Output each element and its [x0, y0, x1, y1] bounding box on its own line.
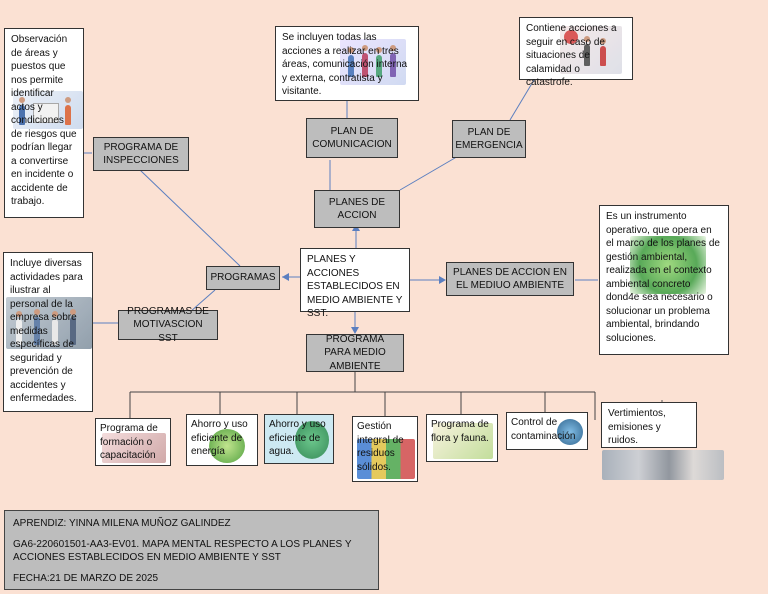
environment-illustration: [630, 236, 706, 294]
comunicacion-description-box: Se incluyen todas las acciones a realiza…: [275, 26, 419, 101]
inspecciones-description-text: Observación de áreas y puestos que nos p…: [11, 34, 77, 207]
vertimientos-text: Vertimientos, emisiones y ruidos.: [608, 408, 666, 446]
connector-emergencia-desc: [509, 79, 535, 121]
central-topic-box: PLANES Y ACCIONES ESTABLECIDOS EN MEDIO …: [300, 248, 410, 319]
author-info-box: APRENDIZ: YINNA MILENA MUÑOZ GALINDEZ GA…: [4, 510, 379, 590]
connector-programas-motivacion: [189, 289, 216, 313]
emergencia-description-box: Contiene acciones a seguir en caso de si…: [519, 17, 633, 88]
sub-program-capacitacion-label: Programa de formación o capacitación: [100, 423, 158, 461]
connector-planes-emergencia: [399, 154, 461, 191]
programa-medio-ambiente-label: PROGRAMA PARA MEDIO AMBIENTE: [324, 333, 386, 372]
connector-programas-inspecciones: [139, 169, 241, 267]
sub-program-contaminacion: Control de contaminación: [506, 412, 588, 450]
planes-de-accion-node: PLANES DE ACCION: [314, 190, 400, 228]
emergency-illustration: [560, 26, 622, 74]
plan-emergencia-label: PLAN DE EMERGENCIA: [455, 126, 523, 152]
sub-program-contaminacion-label: Control de contaminación: [511, 417, 576, 442]
programas-motivacion-label: PROGRAMAS DE MOTIVASCION SST: [127, 305, 209, 344]
planes-de-accion-label: PLANES DE ACCION: [328, 196, 386, 222]
assignment-title: GA6-220601501-AA3-EV01. MAPA MENTAL RESP…: [13, 539, 352, 563]
motivacion-description-box: Incluye diversas actividades para ilustr…: [3, 252, 93, 412]
training-illustration: [102, 433, 166, 463]
programa-medio-ambiente-node: PROGRAMA PARA MEDIO AMBIENTE: [306, 334, 404, 372]
emergencia-description-text: Contiene acciones a seguir en caso de si…: [526, 23, 617, 88]
planes-medio-ambiente-label: PLANES DE ACCION EN EL MEDIUO AMBIENTE: [453, 266, 567, 292]
people-illustration: [340, 39, 406, 85]
comunicacion-description-text: Se incluyen todas las acciones a realiza…: [282, 32, 408, 97]
flora-fauna-illustration: [433, 423, 493, 459]
recycling-bins-illustration: [357, 439, 415, 479]
programa-inspecciones-node: PROGRAMA DE INSPECCIONES: [93, 137, 189, 171]
planes-medio-ambiente-node: PLANES DE ACCION EN EL MEDIUO AMBIENTE: [446, 262, 574, 296]
programa-inspecciones-label: PROGRAMA DE INSPECCIONES: [103, 141, 179, 167]
programas-label: PROGRAMAS: [210, 272, 276, 284]
sub-program-capacitacion: Programa de formación o capacitación: [95, 418, 171, 466]
programas-node: PROGRAMAS: [206, 266, 280, 290]
medio-ambiente-description-text: Es un instrumento operativo, que opera e…: [606, 211, 720, 344]
plan-comunicacion-label: PLAN DE COMUNICACION: [312, 125, 392, 151]
sub-program-energia: Ahorro y uso eficiente de energía: [186, 414, 258, 466]
motivacion-description-text: Incluye diversas actividades para ilustr…: [10, 258, 83, 404]
medio-ambiente-description-box: Es un instrumento operativo, que opera e…: [599, 205, 729, 355]
sub-program-flora-fauna-label: Programa de flora y fauna.: [431, 419, 489, 444]
pollution-illustration: [557, 419, 583, 445]
programas-motivacion-node: PROGRAMAS DE MOTIVASCION SST: [118, 306, 218, 344]
sub-program-energia-label: Ahorro y uso eficiente de energía: [191, 419, 248, 457]
tree-bracket: [129, 372, 596, 420]
vertimientos-box: Vertimientos, emisiones y ruidos.: [601, 402, 697, 448]
assignment-date: FECHA:21 DE MARZO DE 2025: [13, 573, 159, 584]
sub-program-agua: Ahorro y uso eficiente de agua.: [264, 414, 334, 464]
team-illustration: [6, 297, 92, 349]
sub-program-agua-label: Ahorro y uso eficiente de agua.: [269, 419, 326, 457]
water-illustration: [295, 421, 329, 459]
author-name: APRENDIZ: YINNA MILENA MUÑOZ GALINDEZ: [13, 518, 231, 529]
inspecciones-description-box: Observación de áreas y puestos que nos p…: [4, 28, 84, 218]
energy-illustration: [209, 429, 245, 463]
central-topic-text: PLANES Y ACCIONES ESTABLECIDOS EN MEDIO …: [307, 254, 403, 319]
inspection-illustration: [13, 91, 83, 129]
plan-comunicacion-node: PLAN DE COMUNICACION: [306, 118, 398, 158]
sub-program-residuos-label: Gestión integral de residuos sólidos.: [357, 421, 404, 473]
sub-program-residuos: Gestión integral de residuos sólidos.: [352, 416, 418, 482]
plan-emergencia-node: PLAN DE EMERGENCIA: [452, 120, 526, 158]
sub-program-flora-fauna: Programa de flora y fauna.: [426, 414, 498, 462]
pollution-photos: [602, 450, 724, 480]
